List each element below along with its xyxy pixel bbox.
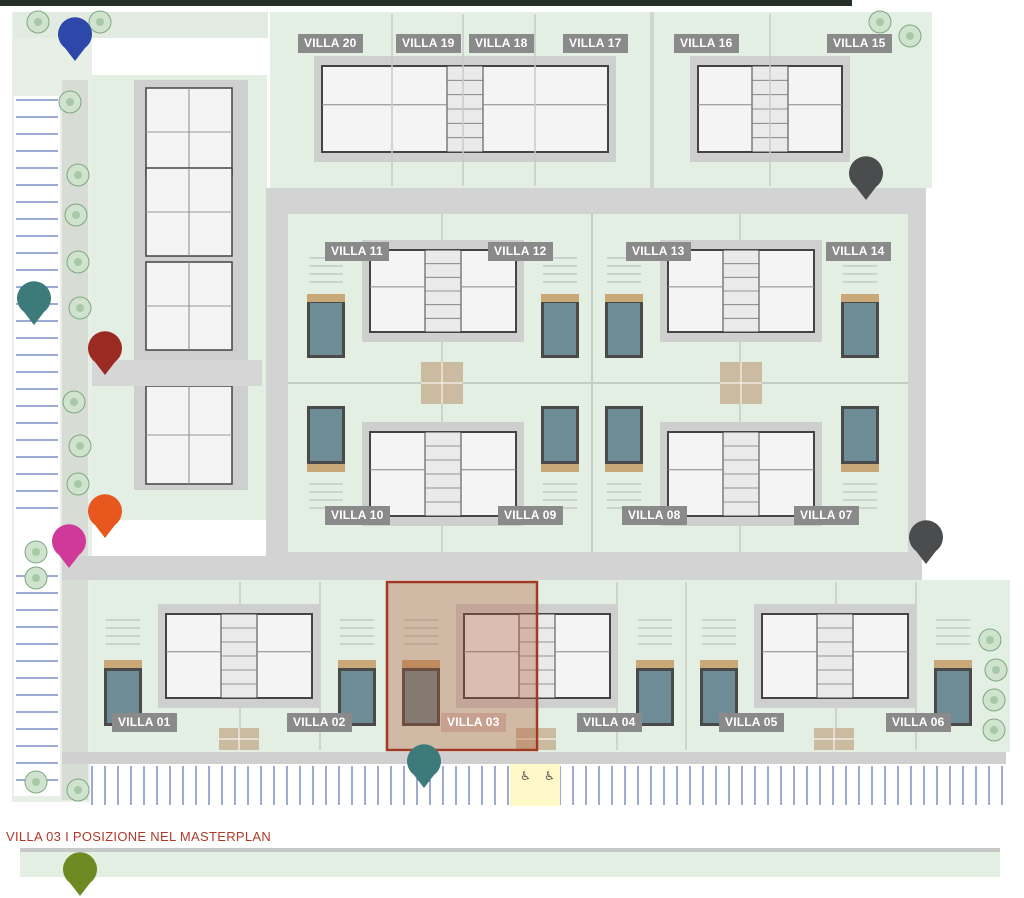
masterplan-drawing: ♿ ♿ <box>0 0 1010 877</box>
bottom-lawn-strip <box>20 850 1000 877</box>
dark-gray-map-pin-top-shape <box>849 156 883 200</box>
villa-16-label: VILLA 16 <box>674 34 739 53</box>
dark-gray-map-pin-right[interactable] <box>908 520 944 566</box>
dark-red-map-pin-shape <box>88 331 122 375</box>
tree-crown <box>74 786 82 794</box>
left-parking <box>14 96 60 796</box>
teal-map-pin-bottom-shape <box>407 744 441 788</box>
tree-crown <box>32 778 40 786</box>
pool-deck <box>541 294 579 302</box>
villa-14-label: VILLA 14 <box>826 242 891 261</box>
pool-water <box>844 303 876 355</box>
villa-11-label: VILLA 11 <box>325 242 389 261</box>
pool-deck <box>338 660 376 668</box>
top-garden-strip <box>14 12 268 38</box>
pool-deck <box>307 294 345 302</box>
tree-crown <box>992 666 1000 674</box>
teal-map-pin-left-shape <box>17 281 51 325</box>
tree-crown <box>74 480 82 488</box>
pool-water <box>608 409 640 461</box>
blue-map-pin[interactable] <box>57 17 93 63</box>
villa-05-label: VILLA 05 <box>719 713 784 732</box>
tree-crown <box>32 574 40 582</box>
tree-crown <box>906 32 914 40</box>
accessible-parking-icon: ♿ <box>520 769 531 783</box>
pool-water <box>310 409 342 461</box>
pool-deck <box>636 660 674 668</box>
pool-water <box>310 303 342 355</box>
pool-water <box>405 671 437 723</box>
orange-map-pin[interactable] <box>87 494 123 540</box>
magenta-map-pin-shape <box>52 524 86 568</box>
pool-deck <box>841 464 879 472</box>
dark-gray-map-pin-top[interactable] <box>848 156 884 202</box>
tree-crown <box>990 726 998 734</box>
villa-13-label: VILLA 13 <box>626 242 691 261</box>
pool-deck <box>104 660 142 668</box>
pool-water <box>544 409 576 461</box>
tree-crown <box>72 211 80 219</box>
condo-entrance <box>92 360 262 386</box>
villa-09-label: VILLA 09 <box>498 506 563 525</box>
top-border <box>0 0 852 6</box>
villa-18-label: VILLA 18 <box>469 34 534 53</box>
north-block-divider <box>650 12 654 188</box>
tree-crown <box>876 18 884 26</box>
villa-17-label: VILLA 17 <box>563 34 628 53</box>
trees <box>24 10 1008 802</box>
villa-04-label: VILLA 04 <box>577 713 642 732</box>
villa-03-label: VILLA 03 <box>441 713 506 732</box>
teal-map-pin-left[interactable] <box>16 281 52 327</box>
pool-deck <box>605 294 643 302</box>
accessible-parking-icon-2: ♿ <box>544 769 555 783</box>
bottom-road <box>20 848 1000 852</box>
pool-deck <box>307 464 345 472</box>
tree-crown <box>66 98 74 106</box>
tree-crown <box>986 636 994 644</box>
olive-map-pin[interactable] <box>62 852 98 898</box>
tree-crown <box>990 696 998 704</box>
accessible-parking <box>510 764 560 806</box>
orange-map-pin-shape <box>88 494 122 538</box>
villa-19-label: VILLA 19 <box>396 34 461 53</box>
teal-map-pin-bottom[interactable] <box>406 744 442 790</box>
pool-deck <box>605 464 643 472</box>
pool-deck <box>934 660 972 668</box>
pool-deck <box>700 660 738 668</box>
tree-crown <box>74 171 82 179</box>
villa-15-label: VILLA 15 <box>827 34 892 53</box>
villa-08-label: VILLA 08 <box>622 506 687 525</box>
tree-crown <box>70 398 78 406</box>
villa-02-label: VILLA 02 <box>287 713 352 732</box>
villa-20-label: VILLA 20 <box>298 34 363 53</box>
villa-12-label: VILLA 12 <box>488 242 553 261</box>
south-walk <box>62 752 1006 764</box>
pool-water <box>608 303 640 355</box>
masterplan-caption: VILLA 03 I POSIZIONE NEL MASTERPLAN <box>6 829 272 844</box>
tree-crown <box>76 442 84 450</box>
olive-map-pin-shape <box>63 852 97 896</box>
pool-deck <box>541 464 579 472</box>
pool-deck <box>402 660 440 668</box>
pool-water <box>544 303 576 355</box>
magenta-map-pin[interactable] <box>51 524 87 570</box>
tree-crown <box>76 304 84 312</box>
dark-red-map-pin[interactable] <box>87 331 123 377</box>
villa-07-label: VILLA 07 <box>794 506 859 525</box>
villa-01-label: VILLA 01 <box>112 713 177 732</box>
tree-crown <box>34 18 42 26</box>
tree-crown <box>96 18 104 26</box>
villa-10-label: VILLA 10 <box>325 506 390 525</box>
dark-gray-map-pin-right-shape <box>909 520 943 564</box>
south-road <box>62 556 922 580</box>
blue-map-pin-shape <box>58 17 92 61</box>
pool-deck <box>841 294 879 302</box>
pool-water <box>844 409 876 461</box>
tree-crown <box>74 258 82 266</box>
tree-crown <box>32 548 40 556</box>
left-parking-stripes <box>16 99 58 781</box>
pool-water <box>639 671 671 723</box>
condo-building <box>145 87 233 485</box>
villa-06-label: VILLA 06 <box>886 713 951 732</box>
